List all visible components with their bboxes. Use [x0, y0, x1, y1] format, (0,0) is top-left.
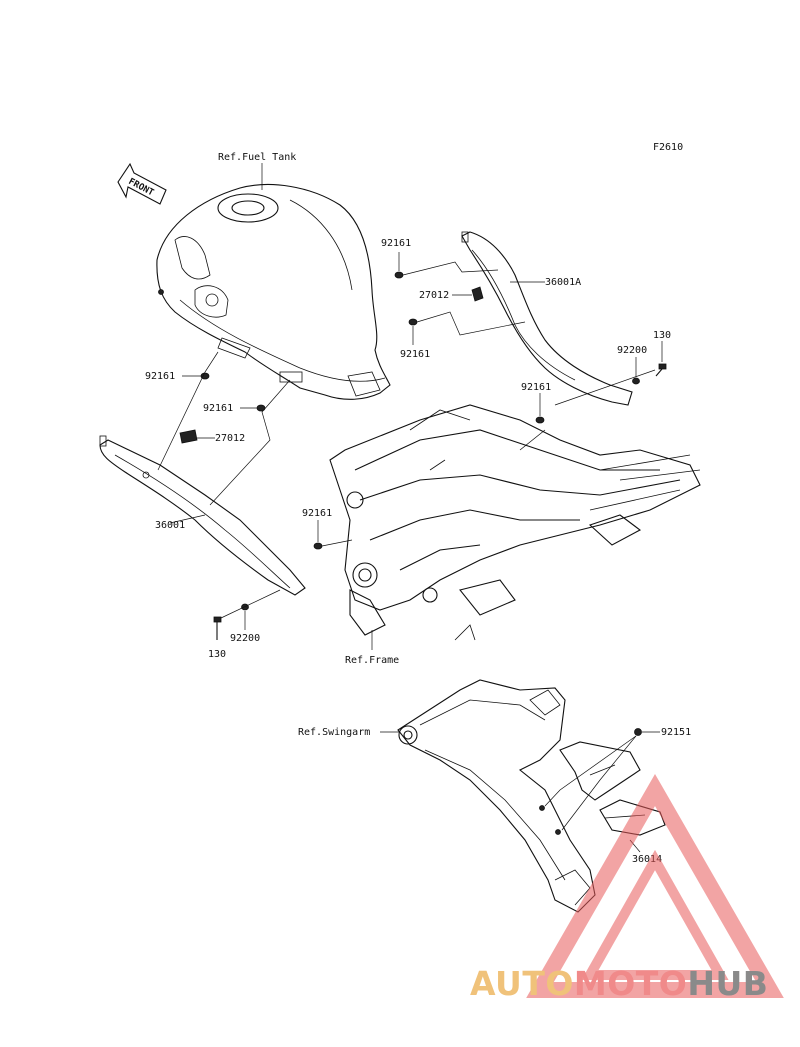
- bolt-right-icon: [655, 363, 667, 377]
- washer-right-icon: [632, 377, 640, 385]
- collar-frame-right-icon: [535, 416, 545, 424]
- label-92161-right-upper: 92161: [381, 238, 411, 249]
- fuel-tank-illustration: [156, 184, 391, 400]
- watermark-moto: MOTO: [574, 964, 687, 1003]
- collar-right-lower-icon: [408, 318, 418, 326]
- pad-right-icon: [471, 286, 484, 302]
- watermark-text: AUTOMOTOHUB: [470, 964, 768, 1003]
- label-27012-left: 27012: [215, 433, 245, 444]
- left-side-cover-illustration: [99, 435, 306, 596]
- ref-fuel-tank-label: Ref.Fuel Tank: [218, 152, 296, 163]
- collar-right-upper-icon: [394, 271, 404, 279]
- label-92161-frame-left: 92161: [302, 508, 332, 519]
- label-130-right: 130: [653, 330, 671, 341]
- label-130-left: 130: [208, 649, 226, 660]
- label-36001-left: 36001: [155, 520, 185, 531]
- watermark-hub: HUB: [687, 964, 768, 1003]
- label-36014: 36014: [632, 854, 662, 865]
- bolt-left-icon: [213, 616, 222, 640]
- pad-left-icon: [179, 429, 198, 444]
- right-side-cover-illustration: [461, 231, 633, 406]
- label-92200-left: 92200: [230, 633, 260, 644]
- figure-code: F2610: [653, 142, 683, 153]
- label-92161-left-upper: 92161: [145, 371, 175, 382]
- ref-frame-label: Ref.Frame: [345, 655, 399, 666]
- collar-frame-left-icon: [313, 542, 323, 550]
- front-arrow-icon: FRONT: [117, 162, 167, 205]
- label-92200-right: 92200: [617, 345, 647, 356]
- watermark-auto: AUTO: [470, 964, 574, 1003]
- frame-illustration: [329, 404, 701, 641]
- swingarm-illustration: [397, 679, 596, 913]
- automotohub-logo-icon: [526, 773, 784, 998]
- label-92151: 92151: [661, 727, 691, 738]
- label-92161-left-mid: 92161: [203, 403, 233, 414]
- label-92161-frame-right: 92161: [521, 382, 551, 393]
- label-36001A: 36001A: [545, 277, 581, 288]
- washer-left-icon: [241, 603, 249, 611]
- ref-swingarm-label: Ref.Swingarm: [298, 727, 370, 738]
- label-27012-right: 27012: [419, 290, 449, 301]
- nut-swingarm-icon: [634, 728, 642, 736]
- label-92161-right-lower: 92161: [400, 349, 430, 360]
